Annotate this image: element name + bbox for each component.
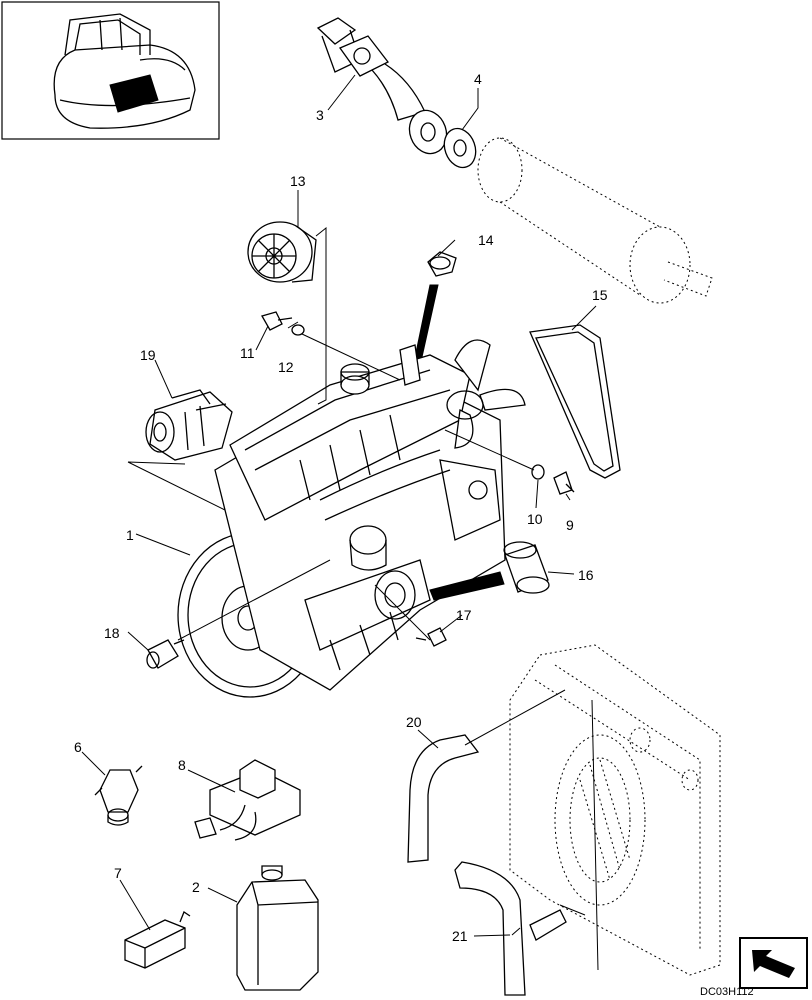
callout-11: 11 [240, 345, 255, 361]
callout-17: 17 [456, 607, 472, 623]
starter-motor [145, 389, 233, 461]
callout-8: 8 [178, 757, 186, 773]
glow-controller [194, 759, 301, 841]
fan-belt [529, 324, 621, 479]
callout-16: 16 [578, 567, 594, 583]
callout-18: 18 [104, 625, 120, 641]
callouts: 3 4 13 14 15 11 12 19 1 10 9 16 17 18 20… [74, 71, 608, 944]
callout-19: 19 [140, 347, 156, 363]
callout-9: 9 [566, 517, 574, 533]
engine-block [177, 339, 526, 698]
machine-locator-icon [1, 1, 220, 140]
temp-sensor [261, 311, 305, 336]
leader-lines [81, 74, 599, 971]
callout-7: 7 [114, 865, 122, 881]
callout-10: 10 [527, 511, 543, 527]
fuel-pump [94, 765, 143, 826]
callout-2: 2 [192, 879, 200, 895]
muffler-outline [477, 137, 713, 304]
callout-12: 12 [278, 359, 294, 375]
callout-6: 6 [74, 739, 82, 755]
callout-3: 3 [316, 107, 324, 123]
alternator [247, 221, 317, 283]
callout-13: 13 [290, 173, 306, 189]
coolant-reservoir [236, 865, 319, 991]
callout-4: 4 [474, 71, 482, 87]
thermostat-cap [411, 251, 457, 376]
upper-radiator-hose [407, 734, 480, 863]
callout-1: 1 [126, 527, 134, 543]
exhaust-pipe-assembly [316, 17, 477, 169]
callout-21: 21 [452, 928, 468, 944]
oil-pressure-switch [531, 464, 575, 495]
stop-solenoid [146, 639, 185, 669]
coolant-sensor [415, 627, 447, 647]
relay-module [124, 911, 191, 969]
radiator-outline [509, 644, 721, 976]
lower-radiator-hose [454, 861, 567, 996]
next-page-arrow-icon[interactable] [739, 937, 808, 989]
oil-filter [429, 541, 550, 601]
callout-14: 14 [478, 232, 494, 248]
callout-20: 20 [406, 714, 422, 730]
callout-15: 15 [592, 287, 608, 303]
